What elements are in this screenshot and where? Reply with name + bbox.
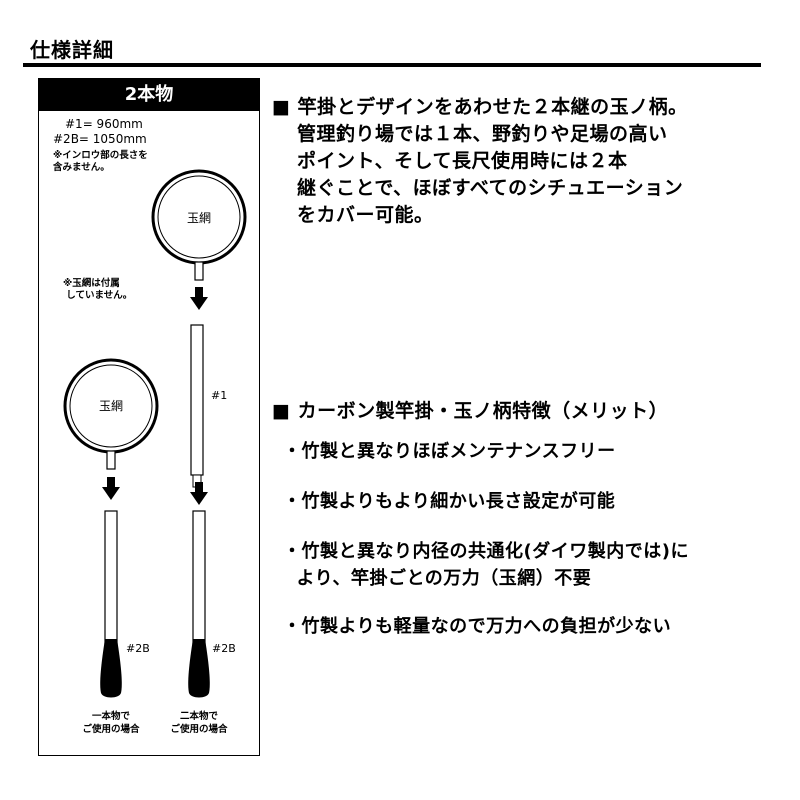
net-label-lower: 玉網 <box>99 399 123 413</box>
panel-header: 2本物 <box>39 79 259 111</box>
section-label-2b-right: #2B <box>212 642 236 655</box>
title-divider <box>23 63 761 67</box>
intro-line: をカバー可能。 <box>297 204 434 226</box>
spec-diagram-panel: 2本物 #1= 960mm #2B= 1050mm ※インロウ部の長さを 含みま… <box>38 78 260 756</box>
down-arrow-icon <box>190 287 208 310</box>
caption-double-line2: ご使用の場合 <box>170 723 228 735</box>
spec-length-2b: #2B= 1050mm <box>53 132 147 146</box>
down-arrow-icon <box>190 482 208 505</box>
rod-section-2b-left <box>100 510 122 698</box>
feature-item: ・竹製よりも軽量なので万力への負担が少ない <box>283 616 672 637</box>
feature-item: ・竹製と異なり内径の共通化(ダイワ製内では)に より、竿掛ごとの万力（玉網）不要 <box>283 541 689 589</box>
intro-line: ポイント、そして長尺使用時には２本 <box>297 150 628 172</box>
caption-single-line1: 一本物で <box>92 710 131 722</box>
landing-net-icon <box>151 169 247 281</box>
section-label-2b-left: #2B <box>126 642 150 655</box>
rod-section-2b-right <box>188 510 210 698</box>
intro-heading: ■ 竿掛とデザインをあわせた２本継の玉ノ柄。 <box>272 96 688 118</box>
caption-single-line2: ご使用の場合 <box>82 723 140 735</box>
down-arrow-icon <box>102 477 120 500</box>
features-heading: ■ カーボン製竿掛・玉ノ柄特徴（メリット） <box>272 400 669 422</box>
intro-line: 継ぐことで、ほぼすべてのシチュエーション <box>297 177 684 199</box>
feature-item: ・竹製よりもより細かい長さ設定が可能 <box>283 491 616 512</box>
caption-double-line1: 二本物で <box>180 710 219 722</box>
page-title: 仕様詳細 <box>30 38 114 62</box>
landing-net-diagram: 玉網 #1 玉網 #2B <box>63 169 247 735</box>
net-label-upper: 玉網 <box>187 211 211 225</box>
spec-footnote: ※インロウ部の長さを 含みません。 <box>53 150 148 173</box>
rod-section-1 <box>190 324 204 476</box>
intro-line: 管理釣り場では１本、野釣りや足場の高い <box>297 123 668 145</box>
landing-net-icon <box>63 358 159 470</box>
net-not-included-note: ※玉網は付属 していません。 <box>63 278 133 301</box>
spec-length-1: #1= 960mm <box>65 117 143 131</box>
section-label-1: #1 <box>211 389 227 402</box>
feature-item: ・竹製と異なりほぼメンテナンスフリー <box>283 441 616 462</box>
